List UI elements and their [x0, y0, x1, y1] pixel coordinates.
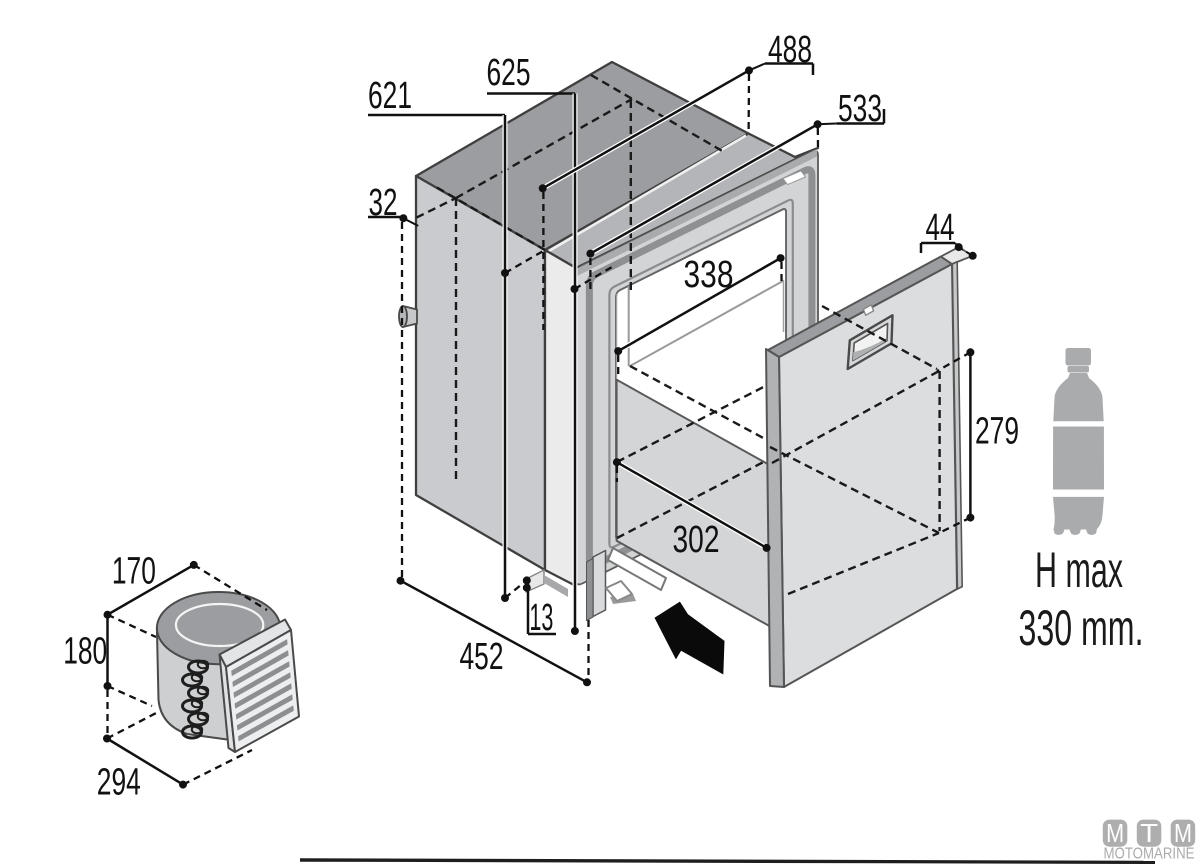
svg-text:M: M: [1174, 818, 1192, 848]
svg-text:MOTOMARINE: MOTOMARINE: [1104, 846, 1195, 863]
svg-text:44: 44: [926, 207, 955, 249]
svg-text:330 mm.: 330 mm.: [1019, 600, 1144, 656]
svg-text:302: 302: [673, 519, 720, 561]
svg-text:13: 13: [529, 597, 553, 639]
svg-text:T: T: [1140, 818, 1158, 848]
svg-text:170: 170: [112, 551, 156, 593]
svg-text:452: 452: [460, 636, 504, 678]
svg-text:533: 533: [838, 88, 882, 130]
svg-text:H max: H max: [1035, 542, 1123, 598]
svg-text:180: 180: [63, 630, 107, 672]
svg-text:M: M: [1106, 818, 1124, 848]
svg-text:625: 625: [487, 52, 531, 94]
svg-text:294: 294: [97, 762, 141, 804]
svg-text:279: 279: [975, 411, 1019, 453]
svg-text:32: 32: [369, 182, 398, 224]
svg-text:338: 338: [684, 254, 734, 296]
svg-text:621: 621: [368, 75, 412, 117]
svg-text:488: 488: [768, 29, 812, 71]
